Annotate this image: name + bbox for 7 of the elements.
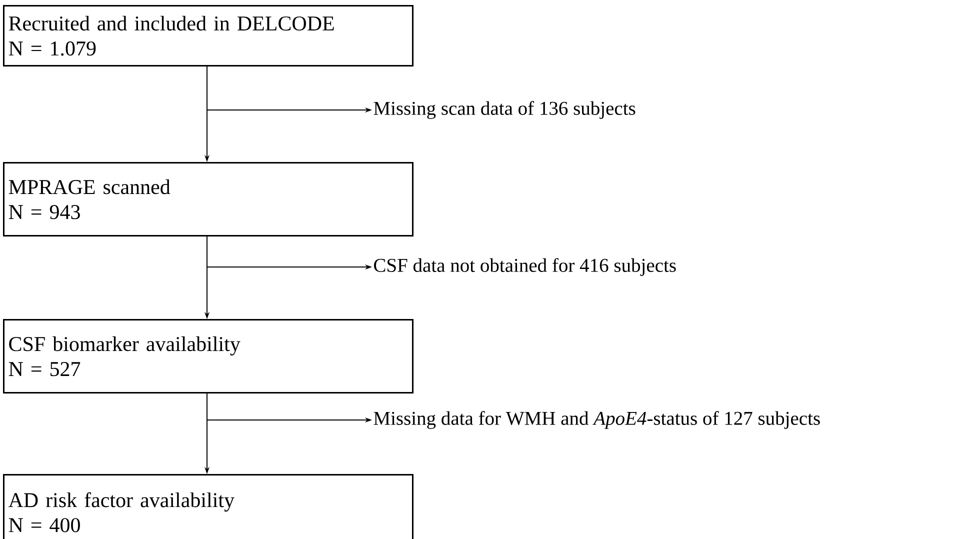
exclusion-note: CSF data not obtained for 416 subjects xyxy=(374,258,676,276)
process-box: CSF biomarker availability N = 527 xyxy=(3,319,414,394)
exclusion-note: Missing scan data of 136 subjects xyxy=(374,101,636,119)
exclusion-note: Missing data for WMH and ApoE4-status of 127 subjects xyxy=(374,411,820,429)
process-box: Recruited and included in DELCODE N = 1.079 xyxy=(3,5,414,66)
process-box: AD risk factor availability N = 400 xyxy=(3,474,414,539)
process-box: MPRAGE scanned N = 943 xyxy=(3,162,414,236)
